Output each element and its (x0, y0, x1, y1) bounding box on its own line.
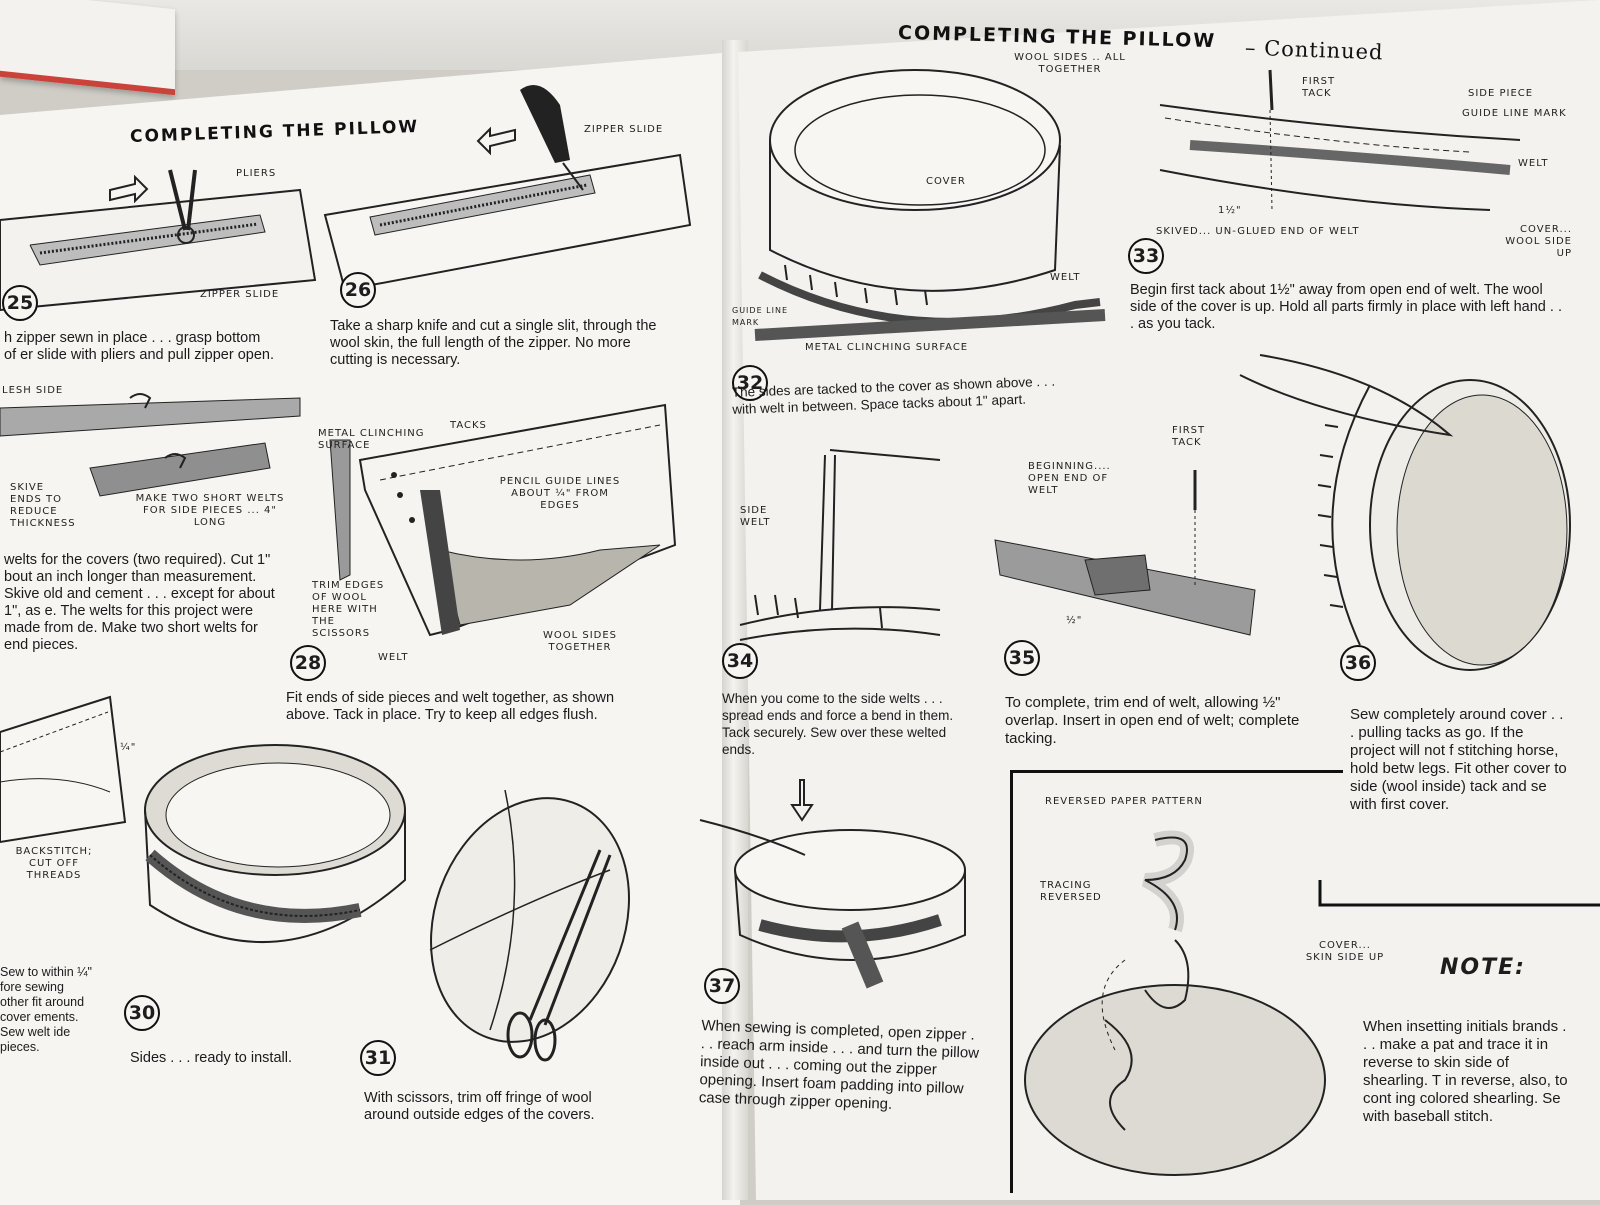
label-side-piece: SIDE PIECE (1468, 88, 1533, 100)
caption-27: welts for the covers (two required). Cut… (4, 552, 280, 654)
background-booklet (0, 0, 175, 95)
label-cover-wool-side-up: COVER... WOOL SIDE UP (1492, 224, 1572, 260)
caption-25: h zipper sewn in place . . . grasp botto… (4, 330, 276, 364)
step-number-36: 36 (1340, 645, 1376, 681)
label-quarter-inch-29: ¼" (120, 742, 136, 754)
step-number-28: 28 (290, 645, 326, 681)
note-text: When insetting initials brands . . . mak… (1363, 1018, 1573, 1126)
label-backstitch: BACKSTITCH; CUT OFF THREADS (4, 846, 104, 882)
illustration-31-scissors-cover (420, 760, 650, 1050)
label-welt-32: WELT (1050, 272, 1081, 284)
step-number-34: 34 (722, 643, 758, 679)
caption-34: When you come to the side welts . . . sp… (722, 690, 972, 758)
label-reversed-paper-pattern: REVERSED PAPER PATTERN (1045, 796, 1203, 808)
label-wool-sides-28: WOOL SIDES TOGETHER (535, 630, 625, 654)
label-welt-33: WELT (1518, 158, 1549, 170)
label-beginning-open-end: BEGINNING.... OPEN END OF WELT (1028, 461, 1128, 497)
label-zipper-slide-26: ZIPPER SLIDE (584, 124, 663, 136)
right-page-title-continued: – Continued (1245, 36, 1384, 65)
illustration-34-side-welts (740, 450, 950, 650)
label-first-tack-33: FIRST TACK (1302, 76, 1352, 100)
label-cover-32: COVER (926, 176, 966, 188)
label-pliers: PLIERS (236, 168, 276, 180)
caption-30: Sides . . . ready to install. (130, 1050, 330, 1067)
step-number-31: 31 (360, 1040, 396, 1076)
label-half-inch-35: ½" (1066, 615, 1082, 627)
label-measure-33: 1½" (1218, 205, 1242, 217)
label-wool-sides-32: WOOL SIDES .. ALL TOGETHER (1000, 52, 1140, 76)
caption-35: To complete, trim end of welt, allowing … (1005, 694, 1315, 748)
step-number-25: 25 (2, 285, 38, 321)
label-metal-clinching-28: METAL CLINCHING SURFACE (318, 428, 428, 452)
illustration-29-backstitch (0, 692, 135, 842)
label-guide-line-33: GUIDE LINE MARK (1462, 108, 1567, 120)
step-number-35: 35 (1004, 640, 1040, 676)
label-first-tack-35: FIRST TACK (1172, 425, 1212, 449)
illustration-37-turn-inside-out (700, 775, 990, 995)
label-tracing-reversed: TRACING REVERSED (1040, 880, 1140, 904)
step-number-26: 26 (340, 272, 376, 308)
label-zipper-slide-25: ZIPPER SLIDE (200, 289, 279, 301)
label-trim-edges: TRIM EDGES OF WOOL HERE WITH THE SCISSOR… (312, 580, 392, 640)
illustration-26-knife-slit (325, 75, 695, 295)
label-side-welt: SIDE WELT (740, 505, 780, 529)
step-number-33: 33 (1128, 238, 1164, 274)
label-make-two-welts: MAKE TWO SHORT WELTS FOR SIDE PIECES ...… (135, 493, 285, 529)
label-cover-skin-side-up: COVER... SKIN SIDE UP (1305, 940, 1385, 964)
caption-31: With scissors, trim off fringe of wool a… (364, 1090, 614, 1124)
label-tacks: TACKS (450, 420, 487, 432)
note-heading: NOTE: (1440, 955, 1526, 980)
label-metal-clinching-32: METAL CLINCHING SURFACE (805, 342, 968, 354)
step-number-37: 37 (704, 968, 740, 1004)
caption-37: When sewing is completed, open zipper . … (699, 1017, 982, 1117)
label-guide-line-32: GUIDE LINE MARK (732, 305, 792, 329)
label-skived: SKIVED... UN-GLUED END OF WELT (1156, 226, 1360, 238)
caption-28: Fit ends of side pieces and welt togethe… (286, 690, 646, 724)
step-number-30: 30 (124, 995, 160, 1031)
caption-26: Take a sharp knife and cut a single slit… (330, 318, 670, 369)
note-panel-outline (1320, 880, 1600, 910)
caption-36: Sew completely around cover . . . pullin… (1350, 706, 1570, 814)
illustration-32-sides-tacked (755, 50, 1115, 360)
illustration-30-sides-ring (140, 730, 415, 965)
illustration-36-sew-around (1220, 355, 1600, 685)
illustration-reversed-initials (1015, 820, 1345, 1180)
caption-33: Begin first tack about 1½" away from ope… (1130, 282, 1570, 333)
label-skive-ends: SKIVE ENDS TO REDUCE THICKNESS (10, 482, 80, 530)
label-pencil-guide: PENCIL GUIDE LINES ABOUT ¼" FROM EDGES (490, 476, 630, 512)
label-welt-28: WELT (378, 652, 409, 664)
label-flesh-side: LESH SIDE (2, 385, 63, 397)
caption-29: Sew to within ¼" fore sewing other fit a… (0, 965, 95, 1055)
